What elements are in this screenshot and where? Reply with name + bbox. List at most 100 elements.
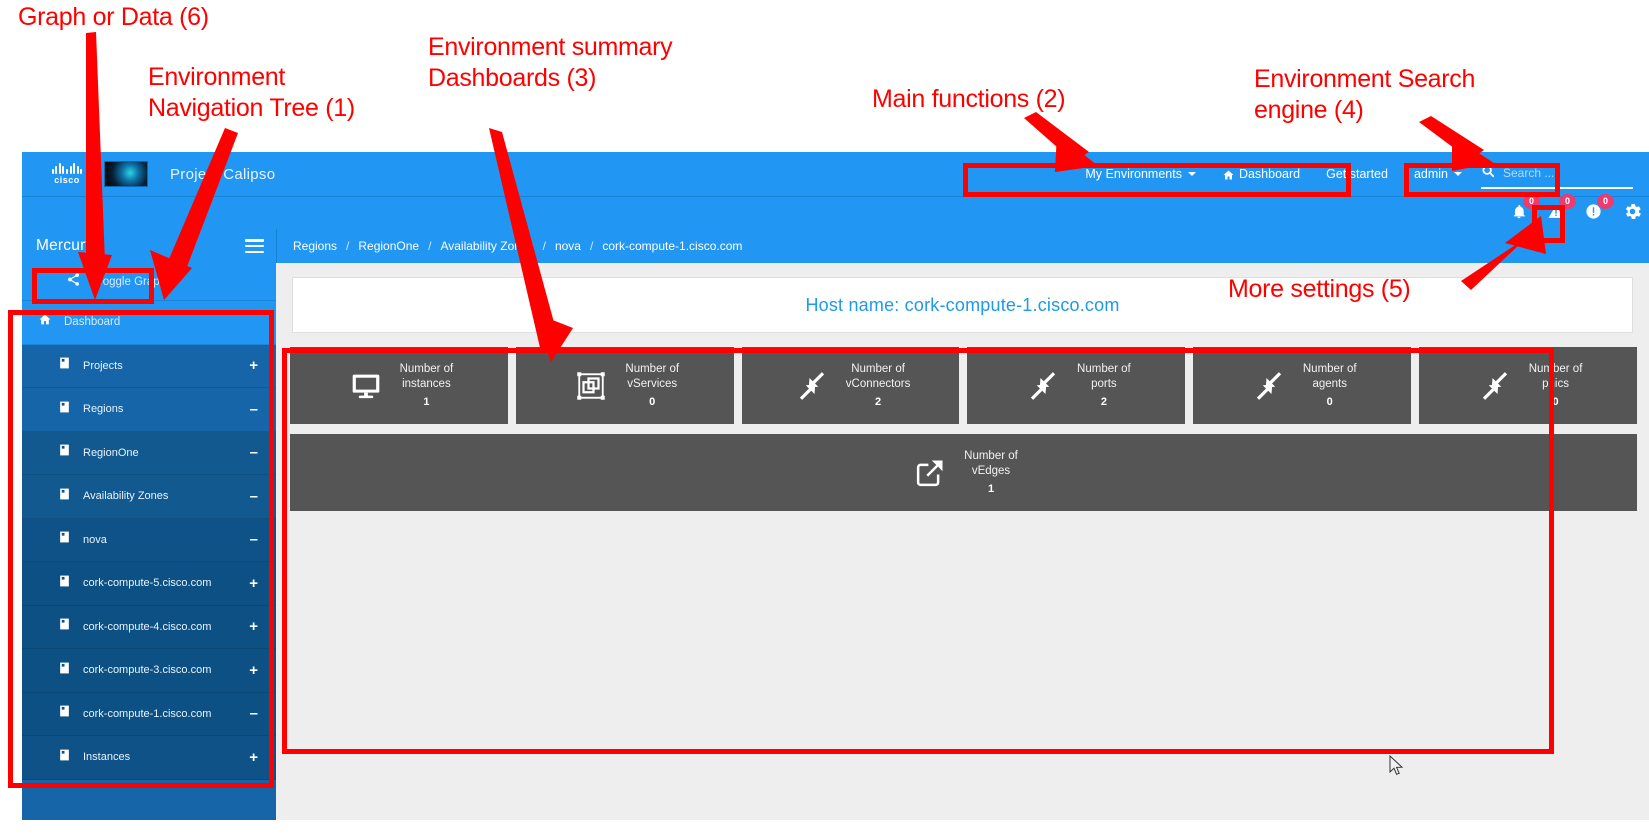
sidebar-item-label: cork-compute-4.cisco.com bbox=[83, 620, 212, 633]
environment-search[interactable] bbox=[1481, 159, 1633, 189]
annotation-label-a4: Environment Search engine (4) bbox=[1254, 65, 1476, 124]
alert-bar: 0 0 0 bbox=[22, 193, 1649, 231]
nav-admin-label: admin bbox=[1413, 167, 1448, 181]
bell-badge-count: 0 bbox=[1523, 193, 1540, 209]
breadcrumb-separator: / bbox=[428, 239, 432, 253]
document-icon bbox=[58, 400, 71, 419]
dashboard-tile-text: Number of vEdges 1 bbox=[964, 449, 1018, 497]
monitor-icon bbox=[345, 370, 387, 402]
dashboard-tile-vedges[interactable]: Number of vEdges 1 bbox=[290, 434, 1637, 511]
more-settings-button[interactable] bbox=[1622, 201, 1643, 227]
tile-label-line1: Number of bbox=[1302, 362, 1357, 375]
app-title: Project Calipso bbox=[170, 165, 276, 183]
annotation-label-a2: Main functions (2) bbox=[872, 85, 1066, 113]
document-icon bbox=[58, 530, 71, 549]
connector-arrows-icon bbox=[1248, 371, 1290, 401]
sidebar-item-label: Regions bbox=[83, 403, 124, 416]
notifications-bell[interactable]: 0 bbox=[1511, 193, 1540, 225]
annotation-label-a6: Graph or Data (6) bbox=[18, 3, 209, 31]
breadcrumb-item[interactable]: cork-compute-1.cisco.com bbox=[602, 239, 743, 253]
tile-value: 2 bbox=[1100, 395, 1107, 408]
tile-value: 1 bbox=[987, 482, 995, 495]
expand-icon[interactable]: + bbox=[249, 574, 258, 592]
hamburger-icon[interactable] bbox=[245, 239, 264, 253]
expand-icon[interactable]: + bbox=[249, 618, 258, 636]
toggle-graph-label: Toggle Graph bbox=[97, 275, 167, 288]
tile-label-line1: Number of bbox=[1528, 362, 1583, 375]
breadcrumb-item[interactable]: RegionOne bbox=[358, 239, 420, 253]
sidebar-item-nova[interactable]: nova– bbox=[22, 518, 276, 562]
nav-get-started[interactable]: Get started bbox=[1313, 152, 1401, 196]
sidebar-item-cork-compute-5-cisco-com[interactable]: cork-compute-5.cisco.com + bbox=[22, 562, 276, 606]
cisco-wordmark: cisco bbox=[54, 175, 80, 185]
nav-dashboard-label: Dashboard bbox=[1238, 167, 1301, 181]
sidebar-item-availability-zones[interactable]: Availability Zones– bbox=[22, 475, 276, 519]
tile-value: 1 bbox=[423, 395, 430, 408]
document-icon bbox=[58, 356, 71, 375]
sidebar-item-cork-compute-1-cisco-com[interactable]: cork-compute-1.cisco.com – bbox=[22, 692, 276, 736]
warnings-indicator[interactable]: 0 bbox=[1547, 193, 1576, 225]
errors-indicator[interactable]: 0 bbox=[1585, 193, 1614, 225]
tile-label-line2: vServices bbox=[627, 378, 678, 391]
breadcrumb-item[interactable]: nova bbox=[554, 239, 581, 253]
breadcrumb-item[interactable]: Regions bbox=[293, 239, 338, 253]
navbar-right-group: My Environments Dashboard Get started ad… bbox=[1072, 152, 1649, 196]
expand-icon[interactable]: + bbox=[249, 748, 258, 766]
warning-badge-count: 0 bbox=[1559, 193, 1576, 209]
expand-icon[interactable]: + bbox=[249, 661, 258, 679]
brand-thumbnail-image bbox=[104, 161, 148, 187]
toggle-graph-button[interactable]: Toggle Graph bbox=[22, 263, 276, 301]
nav-admin-menu[interactable]: admin bbox=[1401, 152, 1475, 196]
collapse-icon[interactable]: – bbox=[249, 531, 258, 549]
sidebar-item-projects[interactable]: Projects + bbox=[22, 344, 276, 388]
annotation-label-a5: More settings (5) bbox=[1228, 275, 1411, 303]
collapse-icon[interactable]: – bbox=[249, 444, 258, 462]
breadcrumb-separator: / bbox=[542, 239, 546, 253]
tile-value: 0 bbox=[649, 395, 656, 408]
sidebar-item-dashboard[interactable]: Dashboard bbox=[22, 301, 276, 345]
sidebar-item-regions[interactable]: Regions – bbox=[22, 388, 276, 432]
breadcrumb: Regions / RegionOne / Availability Zones / nov… bbox=[276, 229, 1649, 263]
collapse-icon[interactable]: – bbox=[249, 487, 258, 505]
document-icon bbox=[58, 661, 71, 680]
tile-label-line2: vEdges bbox=[971, 465, 1011, 478]
nav-my-environments-label: My Environments bbox=[1085, 167, 1182, 181]
annotation-label-a1: Environment Navigation Tree (1) bbox=[148, 63, 355, 122]
annotation-label-a3: Environment summary Dashboards (3) bbox=[428, 33, 673, 92]
sidebar-item-instances[interactable]: Instances+ bbox=[22, 736, 276, 780]
collapse-icon[interactable]: – bbox=[249, 705, 258, 723]
breadcrumb-item[interactable]: Availability Zones bbox=[440, 239, 534, 253]
nav-my-environments[interactable]: My Environments bbox=[1072, 152, 1209, 196]
tile-label-line1: Number of bbox=[851, 362, 905, 375]
exclamation-circle-icon bbox=[1585, 203, 1602, 225]
sidebar-item-regionone[interactable]: RegionOne– bbox=[22, 431, 276, 475]
collapse-icon[interactable]: – bbox=[249, 400, 258, 418]
sidebar-item-label: Projects bbox=[83, 359, 123, 372]
home-icon bbox=[1222, 169, 1235, 181]
tile-label-line1: Number of bbox=[964, 449, 1018, 462]
expand-icon[interactable]: + bbox=[249, 357, 258, 375]
sidebar-item-cork-compute-3-cisco-com[interactable]: cork-compute-3.cisco.com+ bbox=[22, 649, 276, 693]
breadcrumb-separator: / bbox=[346, 239, 350, 253]
error-badge-count: 0 bbox=[1597, 193, 1614, 209]
tile-label-line2: ports bbox=[1091, 378, 1117, 391]
search-input[interactable] bbox=[1501, 165, 1617, 181]
document-icon bbox=[58, 748, 71, 767]
sidebar-item-label: cork-compute-5.cisco.com bbox=[83, 577, 212, 590]
sidebar-item-cork-compute-4-cisco-com[interactable]: cork-compute-4.cisco.com + bbox=[22, 605, 276, 649]
tile-label-line1: Number of bbox=[399, 362, 454, 375]
top-navbar: cisco Project Calipso My Environments Da… bbox=[22, 152, 1649, 196]
nav-dashboard[interactable]: Dashboard bbox=[1209, 152, 1313, 196]
tile-value: 2 bbox=[875, 395, 882, 408]
sidebar-item-label: cork-compute-1.cisco.com bbox=[83, 707, 212, 720]
main-content: Regions / RegionOne / Availability Zones / nov… bbox=[276, 229, 1649, 820]
